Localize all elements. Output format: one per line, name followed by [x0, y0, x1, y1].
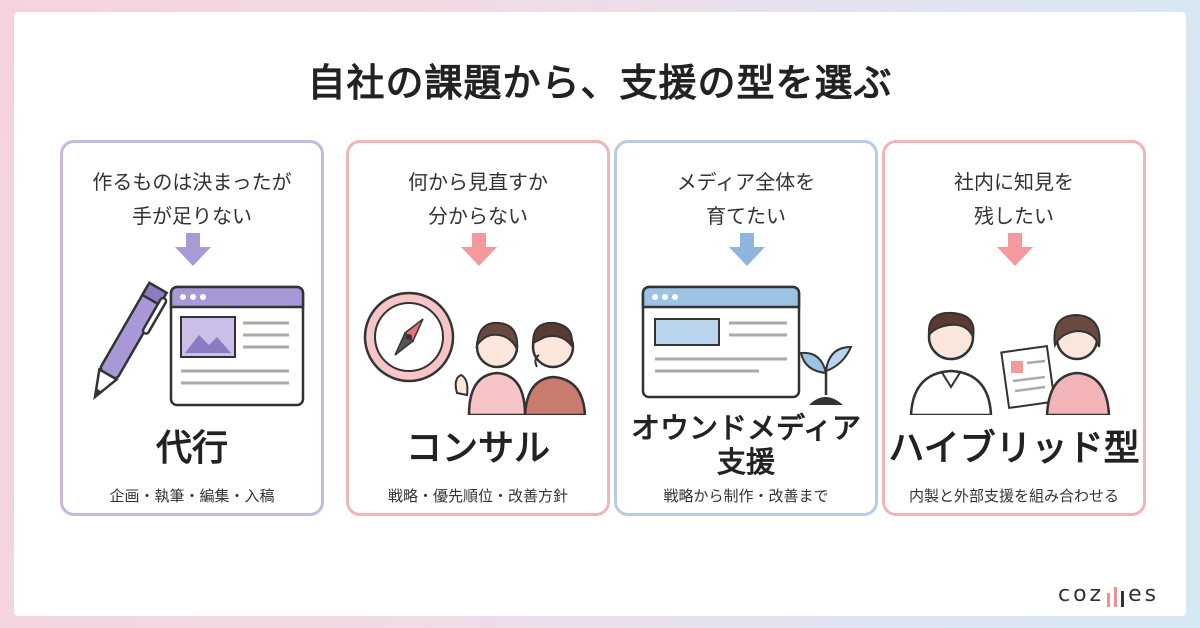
arrow-down-icon [461, 233, 497, 266]
problem-line-2: 残したい [974, 204, 1054, 228]
service-description: 内製と外部支援を組み合わせる [908, 487, 1119, 505]
logo-bars-icon [1107, 587, 1125, 607]
problem-line-2: 育てたい [706, 204, 786, 228]
card-hybrid: 社内に知見を 残したい [882, 140, 1146, 516]
pen-icon [93, 281, 169, 400]
arrow-down-icon [997, 233, 1033, 266]
problem-line-1: 社内に知見を [954, 170, 1074, 194]
problem-text: 社内に知見を 残したい [885, 165, 1143, 233]
content-panel: 自社の課題から、支援の型を選ぶ 作るものは決まったが 手が足りない [14, 12, 1186, 616]
problem-line-1: 作るものは決まったが [92, 170, 292, 194]
problem-text: 何から見直すか 分からない [349, 165, 607, 233]
logo-text-left: coz [1058, 582, 1105, 607]
card-consulting: 何から見直すか 分からない [346, 140, 610, 516]
service-description: 企画・執筆・編集・入稿 [109, 487, 275, 505]
man-icon [523, 321, 587, 415]
problem-line-1: 何から見直すか [408, 170, 548, 194]
webpage-icon [641, 285, 801, 399]
problem-text: メディア全体を 育てたい [617, 165, 875, 233]
logo-text-right: es [1128, 582, 1160, 607]
service-name-line-2: 支援 [716, 445, 775, 479]
woman-icon [1045, 313, 1111, 415]
service-name: ハイブリッド型 [888, 428, 1140, 469]
service-name: オウンドメディア 支援 [617, 411, 875, 479]
service-description: 戦略から制作・改善まで [663, 487, 829, 505]
document-icon [1000, 344, 1056, 410]
service-name: 代行 [155, 428, 228, 469]
problem-text: 作るものは決まったが 手が足りない [63, 165, 321, 233]
webpage-and-sprout-illustration [641, 285, 853, 405]
compass-icon [363, 291, 455, 383]
compass-and-people-illustration [363, 291, 587, 415]
problem-line-2: 手が足りない [132, 204, 252, 228]
card-outsourcing: 作るものは決まったが 手が足りない [60, 140, 324, 516]
page-title: 自社の課題から、支援の型を選ぶ [307, 61, 893, 105]
problem-line-2: 分からない [428, 204, 528, 228]
service-name-line-1: オウンドメディア [631, 411, 861, 445]
arrow-down-icon [175, 233, 211, 266]
service-name: コンサル [405, 428, 550, 469]
two-people-with-document-illustration [909, 311, 1111, 415]
pen-and-webpage-illustration [93, 281, 305, 407]
man-icon [909, 311, 993, 415]
arrow-down-icon [729, 233, 765, 266]
webpage-icon [169, 285, 305, 407]
sprout-icon [799, 345, 853, 405]
problem-line-1: メディア全体を [676, 170, 816, 194]
woman-icon [454, 321, 527, 415]
card-owned-media-support: メディア全体を 育てたい オウ [614, 140, 878, 516]
service-description: 戦略・優先順位・改善方針 [387, 487, 568, 505]
